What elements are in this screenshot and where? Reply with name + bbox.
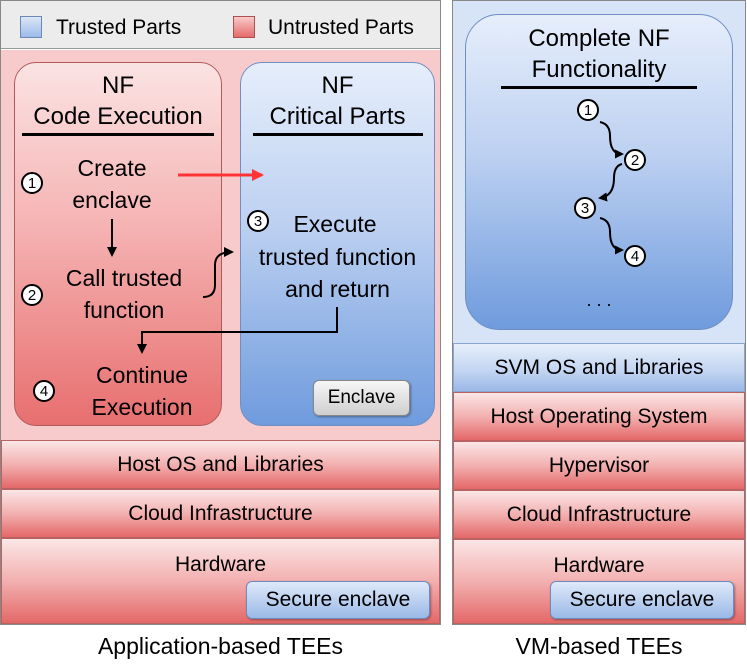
vm-step-2-marker: 2 <box>624 149 646 171</box>
continue-line1: Continue <box>95 362 189 388</box>
critical-parts-title-line1: NF <box>321 72 354 99</box>
execute-line3: and return <box>285 276 390 302</box>
vm-hardware-label: Hardware <box>553 554 645 577</box>
step-2-marker: 2 <box>21 284 43 306</box>
host-operating-system-layer: Host Operating System <box>453 392 745 441</box>
host-os-libraries-layer: Host OS and Libraries <box>1 440 440 489</box>
legend-untrusted-swatch <box>233 16 255 38</box>
left-flow-arrows <box>107 169 338 354</box>
vm-step-1-marker: 1 <box>577 99 599 121</box>
call-trusted-line2: function <box>83 297 165 323</box>
secure-enclave-button[interactable]: Secure enclave <box>246 581 430 619</box>
legend-trusted-label: Trusted Parts <box>56 16 182 39</box>
code-execution-title-line1: NF <box>102 72 134 99</box>
cloud-infrastructure-layer: Cloud Infrastructure <box>1 489 440 538</box>
legend-trusted-swatch <box>20 16 42 38</box>
execute-line2: trusted function <box>258 244 417 270</box>
call-trusted-line1: Call trusted <box>65 265 183 291</box>
vm-secure-enclave-button[interactable]: Secure enclave <box>550 581 734 619</box>
legend-bar <box>1 1 440 49</box>
complete-nf-box <box>465 14 733 330</box>
code-execution-box <box>14 62 222 426</box>
vm-step-4-marker: 4 <box>624 245 646 267</box>
step-3-marker: 3 <box>247 210 269 232</box>
complete-nf-title-rule <box>501 86 697 89</box>
complete-nf-title-line2: Functionality <box>531 56 667 83</box>
critical-parts-title-rule <box>253 133 423 136</box>
enclave-button[interactable]: Enclave <box>313 380 410 416</box>
code-execution-title-rule <box>22 133 214 136</box>
vm-step-3-marker: 3 <box>574 197 596 219</box>
return-arrow <box>137 307 338 354</box>
hardware-label: Hardware <box>174 553 267 576</box>
vm-cloud-infrastructure-layer: Cloud Infrastructure <box>453 490 745 539</box>
vm-ellipsis: . . . <box>586 290 612 310</box>
execute-line1: Execute <box>293 211 377 237</box>
vm-flow-arrows <box>598 121 624 255</box>
vm-tee-caption: VM-based TEEs <box>515 633 683 659</box>
vm-arrow-3-4 <box>599 217 624 255</box>
svm-os-libraries-layer: SVM OS and Libraries <box>453 343 745 392</box>
complete-nf-title-line1: Complete NF <box>528 25 670 52</box>
critical-parts-title-line2: Critical Parts <box>269 103 406 130</box>
step-1-marker: 1 <box>21 172 43 194</box>
create-enclave-line1: Create <box>77 155 147 181</box>
legend-untrusted-label: Untrusted Parts <box>268 16 414 39</box>
vm-arrow-1-2 <box>599 121 624 159</box>
hypervisor-layer: Hypervisor <box>453 441 745 490</box>
vm-arrow-2-3 <box>598 163 623 202</box>
step-4-marker: 4 <box>33 380 55 402</box>
app-tee-caption: Application-based TEEs <box>97 633 344 659</box>
continue-line2: Execution <box>91 394 193 420</box>
critical-parts-box <box>240 62 435 426</box>
code-execution-title-line2: Code Execution <box>33 103 203 130</box>
create-enclave-line2: enclave <box>72 187 152 213</box>
call-trusted-arrow <box>202 247 234 298</box>
